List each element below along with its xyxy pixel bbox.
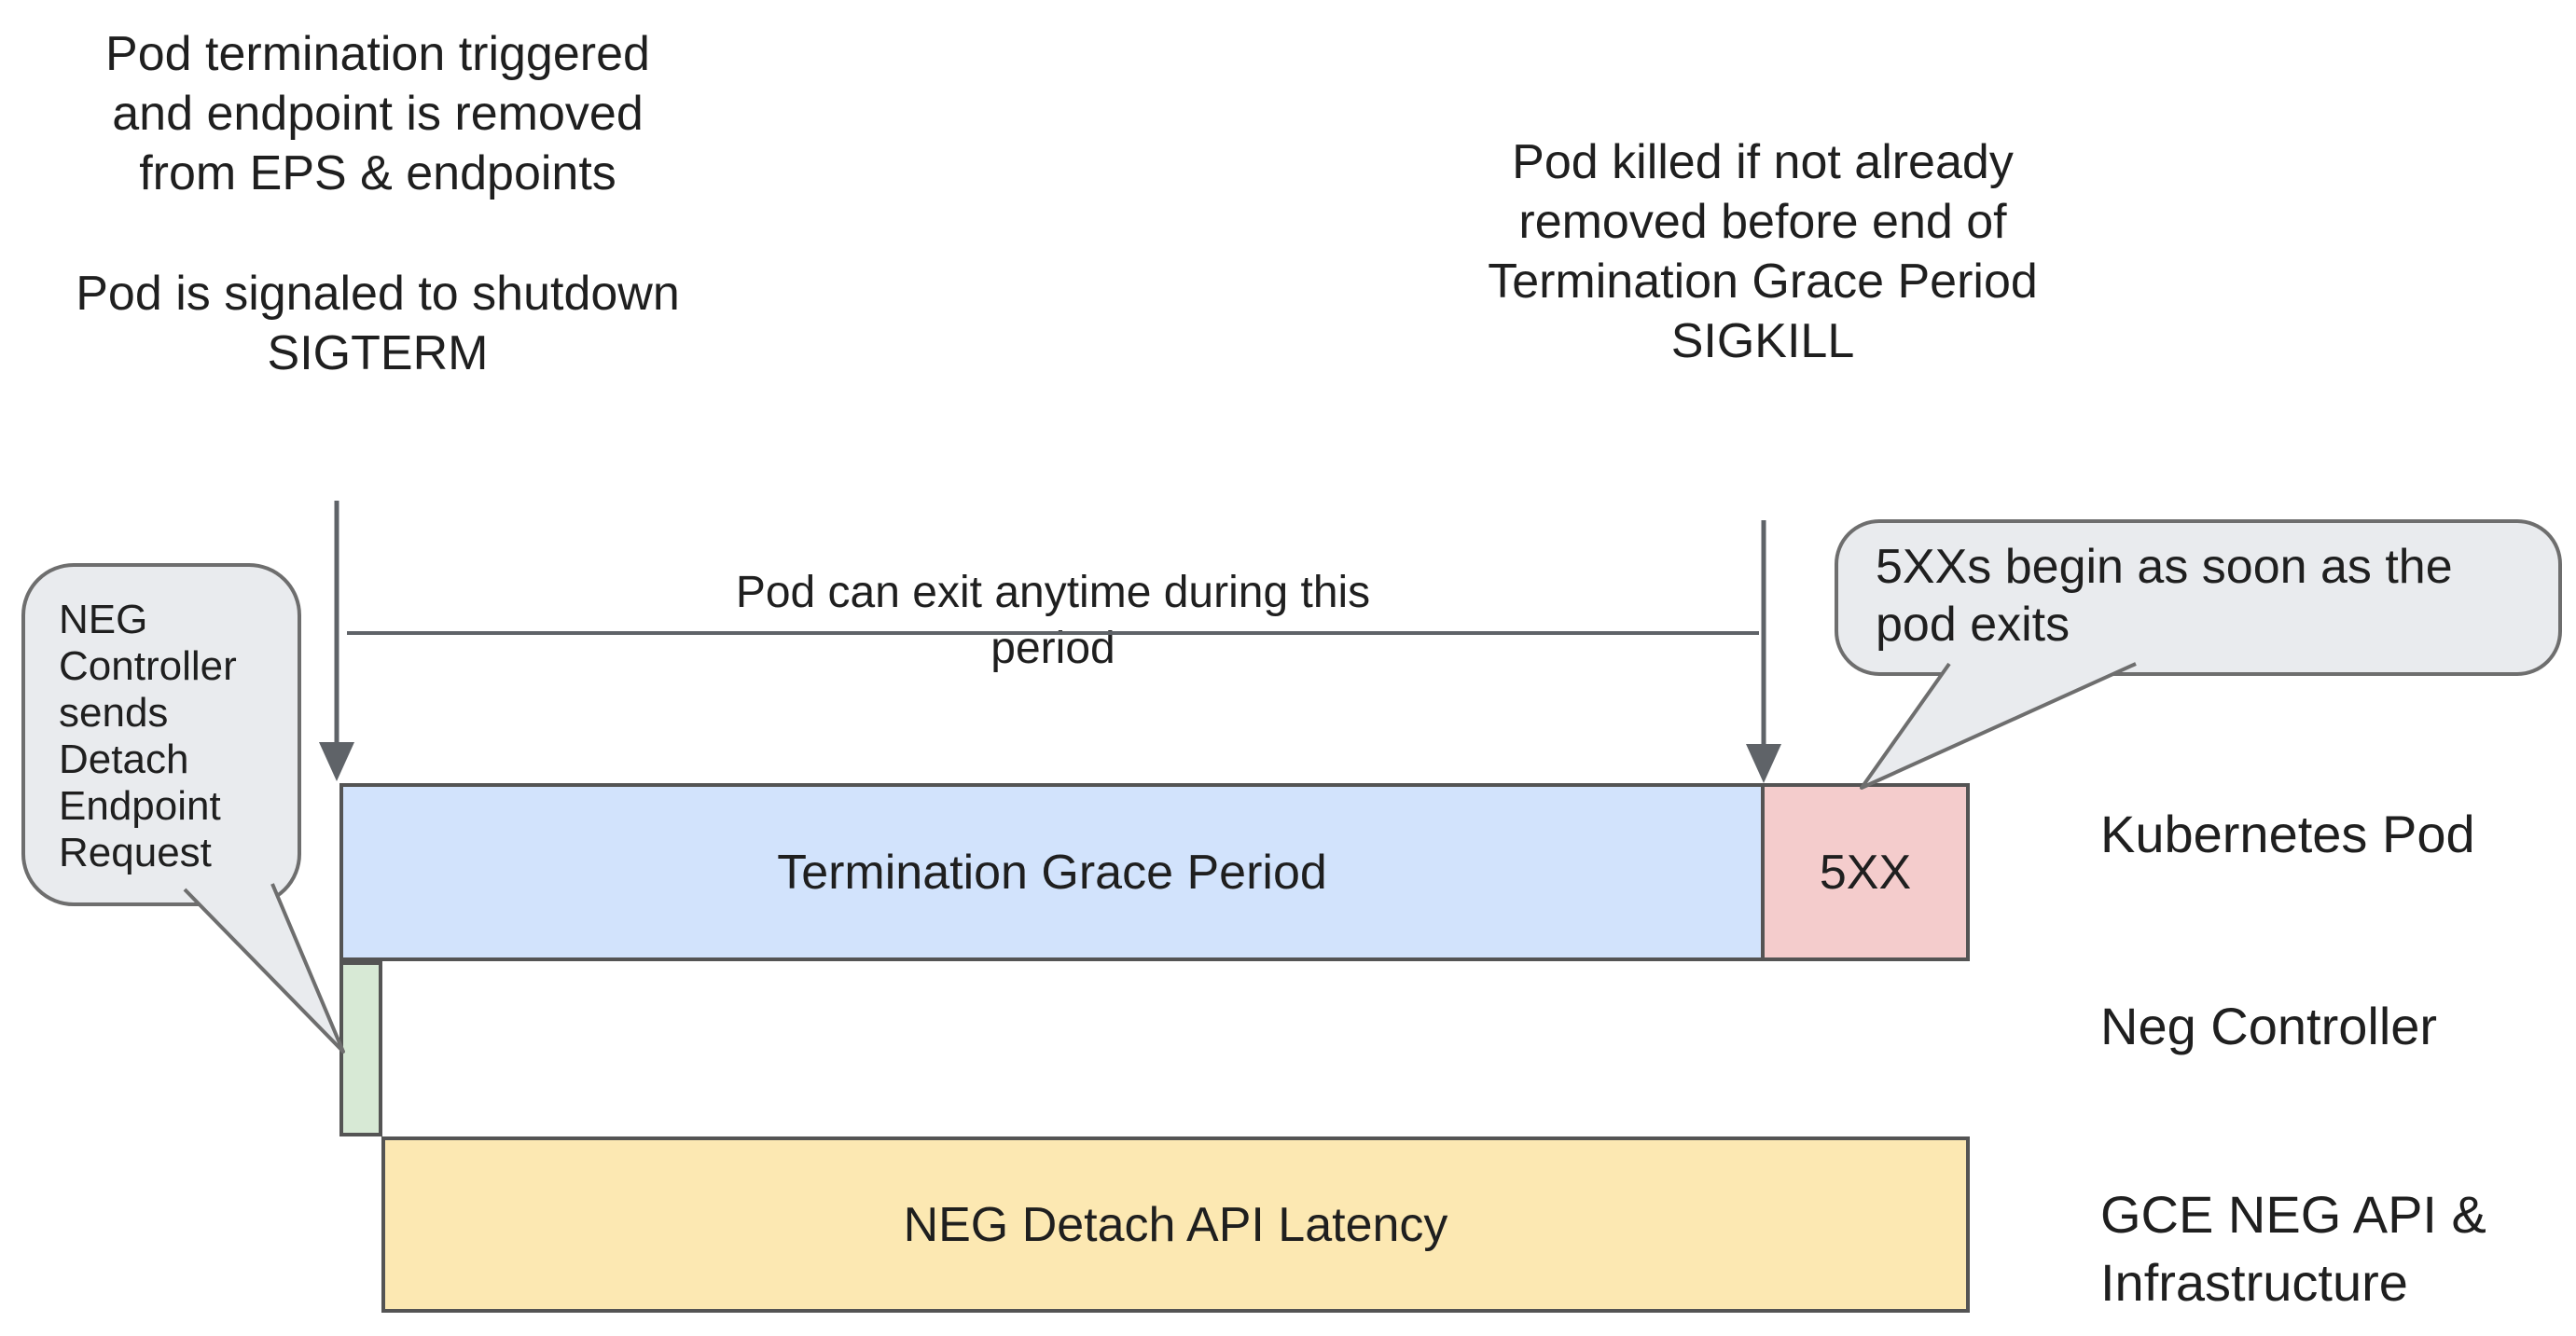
callout-line: Controller [59, 643, 237, 689]
annotation-line: Pod killed if not already [1512, 135, 2014, 189]
annotation-sigkill: Pod killed if not already removed before… [1436, 132, 2089, 371]
callout-line: NEG [59, 597, 148, 642]
callout-line: Detach [59, 737, 189, 782]
annotation-line: Pod termination triggered [105, 27, 650, 81]
bar-label: Termination Grace Period [777, 845, 1327, 900]
annotation-line: from EPS & endpoints [139, 146, 616, 200]
callout-neg-controller-detach: NEG Controller sends Detach Endpoint Req… [21, 563, 301, 906]
bar-neg-detach-api-latency: NEG Detach API Latency [381, 1136, 1970, 1313]
annotation-pod-can-exit: Pod can exit anytime during this period [735, 568, 1371, 673]
bar-label: 5XX [1819, 845, 1912, 900]
annotation-line: Termination Grace Period [1488, 255, 2038, 309]
lane-label-line: Infrastructure [2100, 1253, 2408, 1312]
annotation-line: and endpoint is removed [112, 87, 644, 141]
bar-label: NEG Detach API Latency [903, 1197, 1448, 1252]
annotation-sigterm: Pod is signaled to shutdown SIGTERM [56, 264, 699, 383]
annotation-line: removed before end of [1518, 195, 2007, 249]
lane-label-line: GCE NEG API & [2100, 1185, 2486, 1244]
callout-line: 5XXs begin as soon as the [1876, 540, 2453, 594]
annotation-pod-termination: Pod termination triggered and endpoint i… [56, 24, 699, 203]
callout-line: Request [59, 830, 212, 875]
callout-left-tail [183, 883, 345, 1054]
bar-neg-detach-request [339, 961, 382, 1136]
callout-line: pod exits [1876, 598, 2070, 652]
lane-label-gce-neg-api: GCE NEG API & Infrastructure [2100, 1180, 2486, 1316]
callout-5xx-begin: 5XXs begin as soon as the pod exits [1835, 519, 2562, 676]
annotation-line: SIGKILL [1670, 314, 1855, 368]
sigkill-arrowhead-icon [1746, 744, 1781, 783]
annotation-line: SIGTERM [267, 326, 489, 380]
sigterm-arrowhead-icon [319, 742, 354, 781]
callout-line: sends [59, 690, 169, 736]
bar-5xx-errors: 5XX [1761, 783, 1970, 961]
lane-label-kubernetes-pod: Kubernetes Pod [2100, 805, 2475, 863]
bar-termination-grace-period: Termination Grace Period [339, 783, 1765, 961]
callout-line: Endpoint [59, 783, 221, 829]
annotation-line: Pod is signaled to shutdown [76, 267, 680, 321]
callout-right-tail [1860, 662, 2137, 790]
lane-label-neg-controller: Neg Controller [2100, 997, 2438, 1055]
